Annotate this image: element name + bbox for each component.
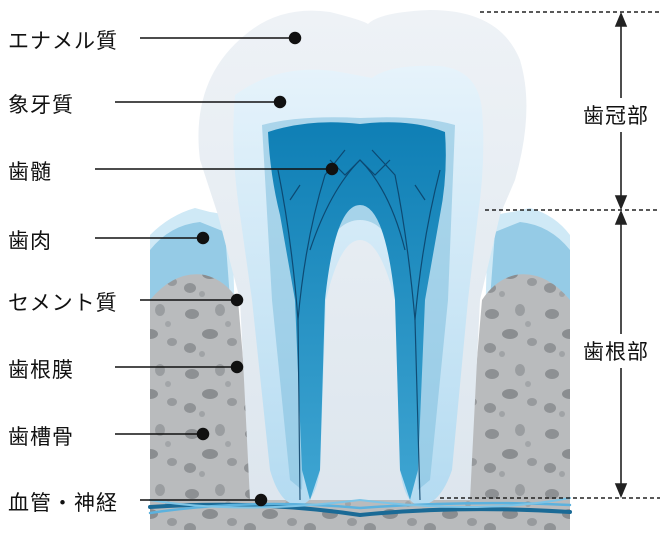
label-alveolar-bone: 歯槽骨: [8, 421, 74, 451]
label-enamel: エナメル質: [8, 25, 118, 55]
label-periodontal-ligament: 歯根膜: [8, 354, 74, 384]
label-gum: 歯肉: [8, 225, 52, 255]
label-vessels-nerves: 血管・神経: [8, 487, 118, 517]
region-arrows: [616, 14, 626, 496]
label-pulp: 歯髄: [8, 156, 52, 186]
region-crown-label: 歯冠部: [583, 98, 649, 132]
region-root-label: 歯根部: [583, 334, 649, 368]
label-cementum: セメント質: [8, 287, 118, 317]
label-dentin: 象牙質: [8, 89, 74, 119]
